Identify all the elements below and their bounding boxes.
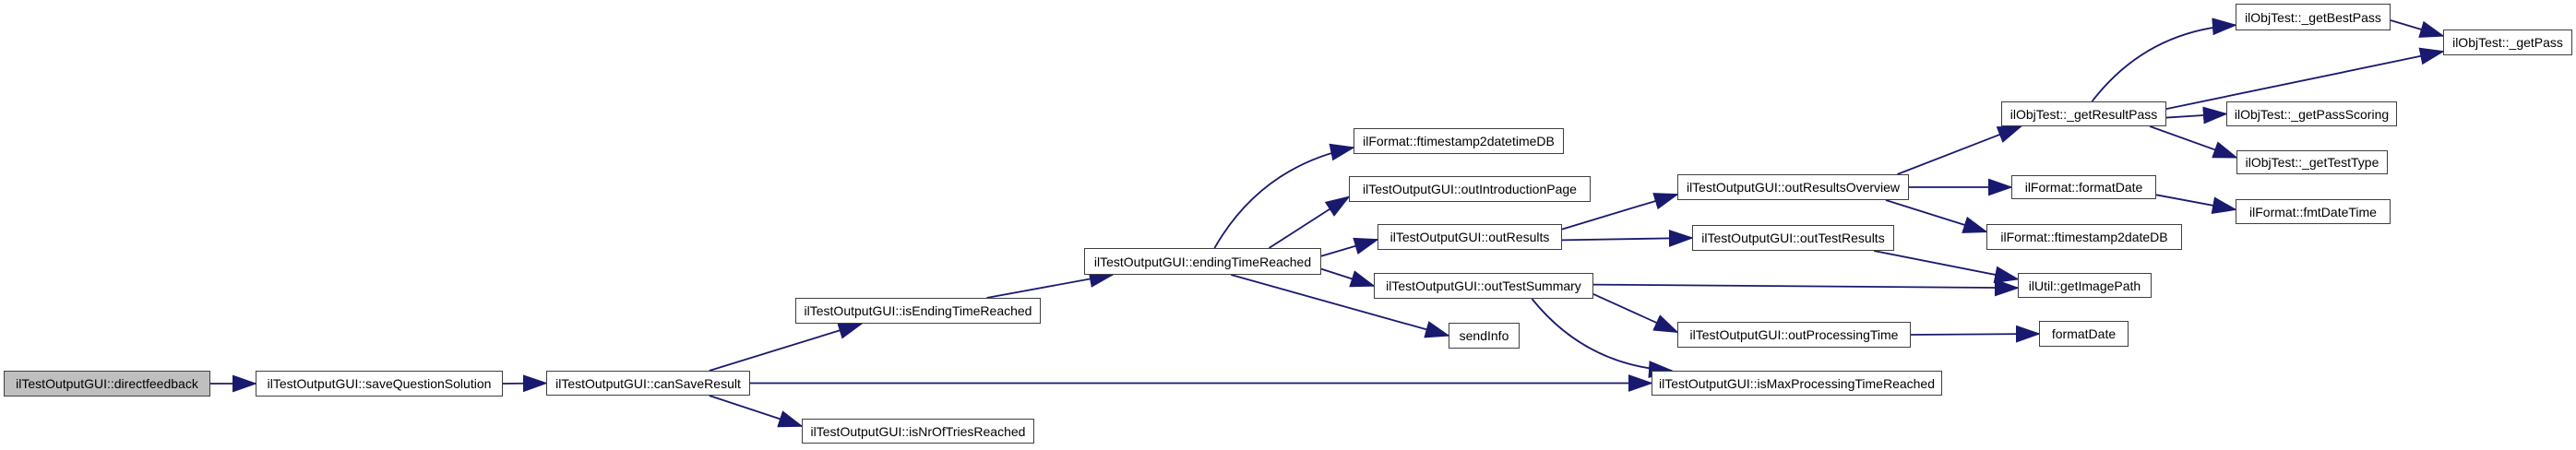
graph-node-outTestResults[interactable]: ilTestOutputGUI::outTestResults bbox=[1692, 225, 1894, 251]
edge-outResults-to-outTestResults bbox=[1561, 229, 1694, 247]
graph-node-endingTimeReached[interactable]: ilTestOutputGUI::endingTimeReached bbox=[1084, 248, 1321, 275]
edge-canSaveResult-to-isEndingTimeReached bbox=[709, 322, 864, 372]
edge-formatDateIlFormat-to-fmtDateTime bbox=[2155, 194, 2237, 215]
edge-getBestPass-to-getPass bbox=[2390, 19, 2445, 38]
graph-node-isEndingTimeReached[interactable]: ilTestOutputGUI::isEndingTimeReached bbox=[795, 298, 1041, 324]
edge-outProcessingTime-to-formatDate bbox=[1910, 325, 2041, 343]
graph-node-directfeedback: ilTestOutputGUI::directfeedback bbox=[4, 371, 210, 397]
edge-endingTimeReached-to-outTestSummary bbox=[1320, 267, 1376, 288]
edge-group bbox=[210, 18, 2445, 428]
edge-isEndingTimeReached-to-endingTimeReached bbox=[986, 270, 1115, 299]
graph-node-formatDate[interactable]: formatDate bbox=[2039, 321, 2129, 347]
edge-outTestSummary-to-getImagePath bbox=[1592, 278, 2020, 297]
graph-node-isMaxProcessingTimeReached[interactable]: ilTestOutputGUI::isMaxProcessingTimeReac… bbox=[1652, 371, 1942, 396]
edge-outTestSummary-to-outProcessingTime bbox=[1592, 293, 1679, 334]
graph-node-outResults[interactable]: ilTestOutputGUI::outResults bbox=[1377, 224, 1562, 250]
edge-outResults-to-outResultsOverview bbox=[1561, 193, 1679, 231]
graph-node-getResultPass[interactable]: ilObjTest::_getResultPass bbox=[2001, 101, 2166, 126]
edge-endingTimeReached-to-ftimestamp2datetimeDB bbox=[1213, 143, 1355, 249]
edge-getResultPass-to-getTestType bbox=[2149, 125, 2238, 159]
edge-endingTimeReached-to-sendInfo bbox=[1231, 274, 1450, 338]
graph-node-formatDateIlFormat[interactable]: ilFormat::formatDate bbox=[2011, 175, 2156, 199]
graph-node-getImagePath[interactable]: ilUtil::getImagePath bbox=[2018, 273, 2152, 298]
graph-node-outTestSummary[interactable]: ilTestOutputGUI::outTestSummary bbox=[1374, 273, 1593, 299]
graph-node-getTestType[interactable]: ilObjTest::_getTestType bbox=[2236, 150, 2388, 174]
edge-canSaveResult-to-isNrOfTriesReached bbox=[709, 395, 804, 428]
graph-node-getPass[interactable]: ilObjTest::_getPass bbox=[2443, 30, 2572, 55]
edge-getResultPass-to-getPassScoring bbox=[2165, 106, 2228, 124]
graph-node-canSaveResult[interactable]: ilTestOutputGUI::canSaveResult bbox=[546, 371, 750, 396]
edge-endingTimeReached-to-outIntroductionPage bbox=[1268, 195, 1351, 249]
edge-saveQuestionSolution-to-canSaveResult bbox=[502, 374, 548, 393]
edge-endingTimeReached-to-outResults bbox=[1320, 237, 1379, 257]
edge-getResultPass-to-getPass bbox=[2165, 47, 2445, 110]
edge-outTestSummary-to-isMaxProcessingTimeReached bbox=[1531, 298, 1674, 379]
graph-node-getPassScoring[interactable]: ilObjTest::_getPassScoring bbox=[2226, 101, 2397, 126]
graph-node-getBestPass[interactable]: ilObjTest::_getBestPass bbox=[2236, 4, 2391, 30]
graph-node-outProcessingTime[interactable]: ilTestOutputGUI::outProcessingTime bbox=[1677, 322, 1911, 348]
graph-node-isNrOfTriesReached[interactable]: ilTestOutputGUI::isNrOfTriesReached bbox=[802, 419, 1034, 444]
edge-outResultsOverview-to-getResultPass bbox=[1897, 125, 2023, 175]
graph-node-ftimestamp2datetimeDB[interactable]: ilFormat::ftimestamp2datetimeDB bbox=[1354, 128, 1564, 154]
graph-node-outIntroductionPage[interactable]: ilTestOutputGUI::outIntroductionPage bbox=[1349, 176, 1591, 202]
graph-node-outResultsOverview[interactable]: ilTestOutputGUI::outResultsOverview bbox=[1677, 174, 1909, 200]
graph-node-saveQuestionSolution[interactable]: ilTestOutputGUI::saveQuestionSolution bbox=[256, 371, 503, 397]
graph-node-sendInfo[interactable]: sendInfo bbox=[1449, 323, 1520, 349]
graph-node-fmtDateTime[interactable]: ilFormat::fmtDateTime bbox=[2236, 199, 2391, 224]
edge-getResultPass-to-getBestPass bbox=[2091, 18, 2237, 102]
edge-outTestResults-to-getImagePath bbox=[1873, 250, 2020, 284]
graph-node-ftimestamp2dateDB[interactable]: ilFormat::ftimestamp2dateDB bbox=[1986, 224, 2182, 250]
edge-outResultsOverview-to-ftimestamp2dateDB bbox=[1885, 199, 1988, 233]
